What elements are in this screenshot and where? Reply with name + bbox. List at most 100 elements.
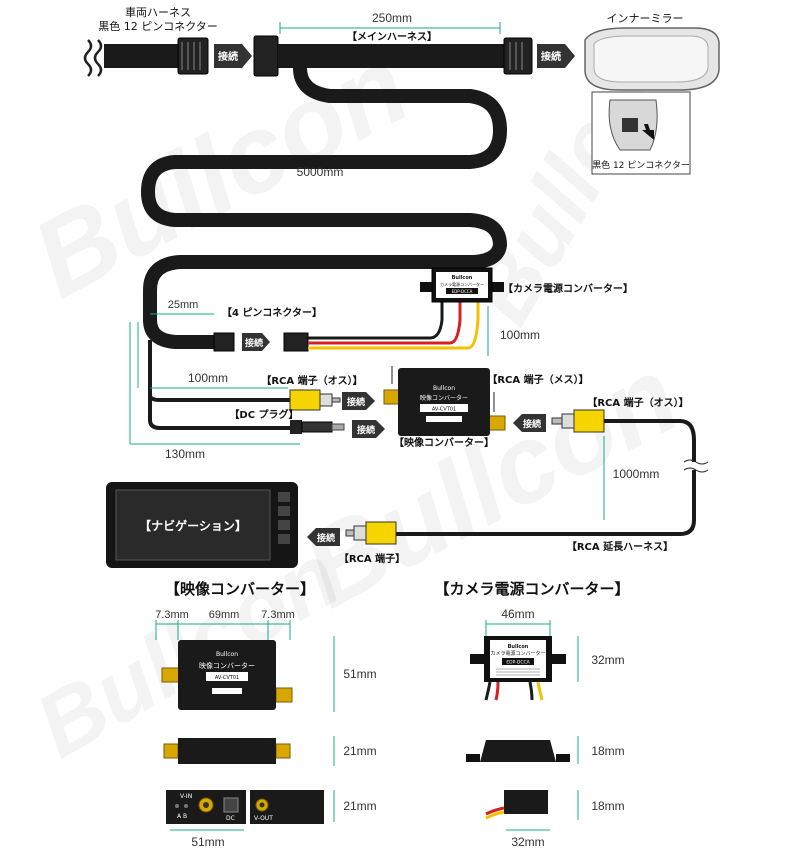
power-converter-spec-title: 【カメラ電源コンバーター】: [434, 580, 629, 598]
device-brand: Bullcon: [433, 385, 455, 392]
video-converter-body: [398, 368, 490, 436]
device-brand: Bullcon: [452, 275, 473, 281]
dimension-100b: 100mm: [188, 371, 228, 385]
navigation-label: 【ナビゲーション】: [139, 518, 247, 533]
rca-male-plug: [289, 389, 341, 411]
break-mark-icon: [683, 459, 709, 465]
pin4-male-connector: [283, 332, 309, 352]
connect-label: 接続: [347, 396, 365, 408]
video-dim-w1: 7.3mm: [155, 609, 189, 621]
video-dim-h3: 21mm: [343, 799, 376, 813]
video-spec-dims: [155, 620, 335, 831]
cable-5000mm: [141, 67, 507, 349]
pin4-connector-label: 【4 ピンコネクター】: [222, 306, 322, 319]
power-dim-h2: 18mm: [591, 744, 624, 758]
dimension-250: 250mm: [372, 11, 412, 25]
power-converter-model: EDP-DCCA: [452, 289, 473, 294]
connect-label: 接続: [245, 337, 263, 349]
break-mark-icon: [683, 467, 709, 473]
dimension-130: 130mm: [165, 447, 205, 461]
rca-extension-harness-label: 【RCA 延長ハーネス】: [567, 540, 673, 553]
pin4-female-connector: [213, 332, 235, 352]
video-converter-input-port: [383, 389, 401, 405]
connect-tag: 接続: [352, 420, 385, 438]
device-brand: Bullcon: [508, 644, 529, 650]
wire-black: [308, 302, 444, 340]
connect-tag: 接続: [537, 44, 575, 68]
power-dim-h3: 18mm: [591, 799, 624, 813]
connect-label: 接続: [523, 418, 541, 430]
power-converter-end-view: [485, 790, 548, 820]
main-harness-label: 【メインハーネス】: [347, 30, 437, 43]
power-converter-side-view: [466, 740, 570, 762]
rca-plug-body: [365, 521, 397, 545]
power-dim-w1: 46mm: [501, 607, 534, 621]
video-converter-spec-title: 【映像コンバーター】: [165, 580, 315, 598]
rca-terminal-plug: [345, 521, 397, 545]
ab-label: A B: [177, 813, 187, 820]
dimension-5000: 5000mm: [297, 165, 344, 179]
dimension-1000: 1000mm: [613, 467, 660, 481]
connect-tag: 接続: [342, 392, 375, 410]
rca-male-right-label: 【RCA 端子（オス）】: [587, 396, 688, 409]
camera-power-converter: Bullcon カメラ電源コンバーター EDP-DCCA: [420, 267, 504, 303]
wire-red: [308, 302, 462, 345]
connect-label: 接続: [541, 50, 561, 63]
cut-wave-icon: [93, 39, 103, 77]
dc-plug: [290, 420, 345, 434]
video-converter-end-view: V-IN A B DC V-OUT: [166, 790, 324, 824]
video-converter-model: AV-CVT01: [215, 675, 239, 681]
power-converter-name: カメラ電源コンバーター: [490, 650, 545, 657]
device-brand: Bullcon: [216, 651, 238, 658]
power-wires: [308, 302, 480, 350]
dc-cable-black: [148, 370, 290, 430]
main-harness-female-connector: [253, 35, 279, 77]
navigation-unit: 【ナビゲーション】: [106, 482, 298, 568]
rca-male-label: 【RCA 端子（オス）】: [261, 374, 362, 387]
power-converter-top-view: Bullcon カメラ電源コンバーター EDP-DCCA: [470, 636, 566, 701]
rca-female-label: 【RCA 端子（メス）】: [487, 373, 588, 386]
dimension-25: 25mm: [168, 299, 199, 311]
video-converter-label: 【映像コンバーター】: [394, 436, 494, 449]
video-converter-top-view: Bullcon 映像コンバーター AV-CVT01: [161, 640, 293, 710]
inner-mirror: インナーミラー 黒色 12 ピンコネクター: [584, 12, 720, 175]
pin4-connector-group: 【4 ピンコネクター】 接続: [213, 306, 322, 352]
v-in-label: V-IN: [180, 793, 192, 800]
navigation-screen: [115, 489, 271, 561]
video-converter-output-port: [488, 415, 506, 431]
left-bracket-lines: [129, 322, 139, 444]
rca-plug-body: [573, 409, 605, 433]
vehicle-harness-label: 車両ハーネス: [125, 5, 191, 19]
rca-extension-cable: [396, 419, 696, 536]
video-converter-model: AV-CVT01: [432, 407, 456, 413]
connect-tag: 接続: [214, 44, 252, 68]
video-dim-h1: 51mm: [343, 667, 376, 681]
camera-power-converter-label: 【カメラ電源コンバーター】: [503, 282, 633, 295]
dc-label: DC: [226, 815, 235, 822]
vehicle-cable: [104, 44, 178, 68]
mirror-glass: [593, 35, 709, 83]
video-converter-name: 映像コンバーター: [199, 661, 255, 670]
video-dim-w2: 69mm: [209, 609, 240, 621]
power-converter-name: カメラ電源コンバーター: [440, 281, 484, 287]
connect-label: 接続: [357, 424, 375, 436]
rca-male-plug-right: [551, 409, 605, 433]
connect-tag: [242, 333, 270, 351]
power-converter-model: EDP-DCCA: [506, 660, 530, 666]
inner-mirror-label: インナーミラー: [607, 12, 684, 25]
power-dim-w2: 32mm: [511, 835, 544, 849]
connect-tag-nav: 接続: [307, 528, 340, 546]
mirror-connector-label: 黒色 12 ピンコネクター: [592, 159, 690, 171]
connect-label: 接続: [317, 532, 335, 544]
power-spec-dims: [485, 620, 579, 831]
video-converter-side-view: [163, 738, 291, 764]
cut-wave-icon: [83, 39, 93, 77]
connect-label: 接続: [218, 50, 238, 63]
connect-tag-left: 接続: [513, 414, 546, 432]
v-out-label: V-OUT: [254, 815, 273, 822]
rca-terminal-label: 【RCA 端子】: [339, 552, 405, 565]
cable-break: [686, 462, 702, 470]
video-converter: Bullcon 映像コンバーター AV-CVT01: [383, 368, 506, 436]
pointer-arrow-icon: [642, 124, 654, 140]
